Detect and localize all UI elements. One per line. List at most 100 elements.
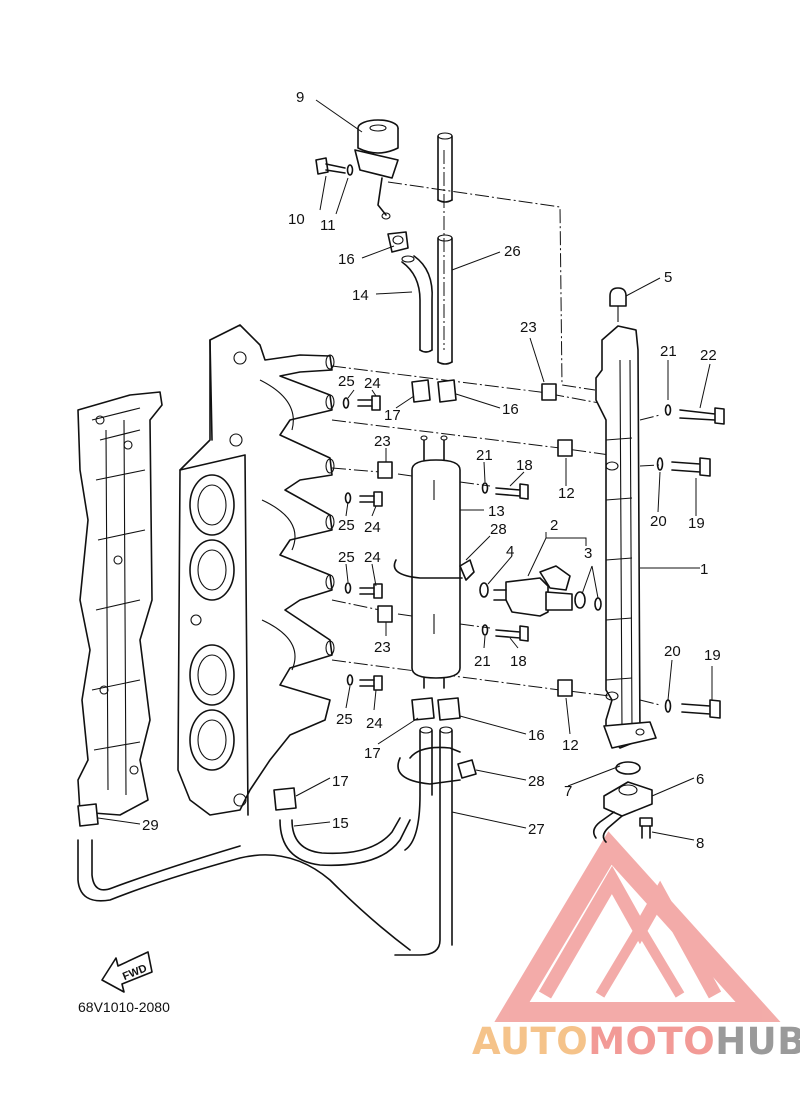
callout-18: 18 [516,457,533,474]
spacer-23-b [377,461,393,479]
spacer-23-a [541,383,557,401]
callout-7: 7 [564,783,572,800]
bolt-24-c [359,583,383,599]
callout-19: 19 [688,515,705,532]
washer-25-b [344,492,352,504]
callout-19: 19 [704,647,721,664]
intake-manifold [177,324,335,816]
callout-9: 9 [296,89,304,106]
clip-17-upper [411,379,431,403]
washer-25-a [342,397,350,409]
callout-21: 21 [660,343,677,360]
washer-21-c [481,624,489,636]
callout-2: 2 [550,517,558,534]
callout-28: 28 [528,773,545,790]
hose-14 [401,255,433,353]
callout-16: 16 [338,251,355,268]
clip-16-upper [437,379,457,403]
wordmark-moto: MOTO [588,1020,715,1063]
callout-23: 23 [374,639,391,656]
callout-29: 29 [142,817,159,834]
callout-6: 6 [696,771,704,788]
callout-16: 16 [502,401,519,418]
callout-21: 21 [476,447,493,464]
clip-29 [77,803,99,827]
band-28-upper [393,559,475,581]
callout-17: 17 [384,407,401,424]
hose-27 [394,726,453,956]
callout-16: 16 [528,727,545,744]
callout-10: 10 [288,211,305,228]
callout-24: 24 [364,519,381,536]
callout-25: 25 [338,517,355,534]
spacer-23-c [377,605,393,623]
fuel-rail-1 [595,325,657,749]
washer-21-a [664,404,672,416]
svg-text:AUTOMOTOHUB: AUTOMOTOHUB [472,1020,800,1063]
callout-12: 12 [562,737,579,754]
callout-28: 28 [490,521,507,538]
callout-8: 8 [696,835,704,852]
logo-inner-chevron [595,918,685,998]
spacer-12-a [557,439,573,457]
washer-21-b [481,482,489,494]
bolt-22 [679,407,725,425]
callout-1: 1 [700,561,708,578]
injector-2 [493,565,573,617]
callout-11: 11 [320,217,336,234]
callout-17: 17 [364,745,381,762]
callout-18: 18 [510,653,527,670]
washer-20-b [664,699,672,713]
washer-11 [346,164,354,176]
callout-5: 5 [664,269,672,286]
bolt-24-d [359,675,383,691]
callout-17: 17 [332,773,349,790]
spacer-12-b [557,679,573,697]
washer-20-a [656,457,664,471]
fitting-6 [592,781,653,843]
clip-17-lower [411,697,435,721]
bolt-10 [315,157,346,175]
callout-26: 26 [504,243,521,260]
pressure-regulator [354,119,399,220]
callout-23: 23 [374,433,391,450]
bolt-8 [639,817,653,839]
callout-4: 4 [506,543,514,560]
cylinder-block-outline [77,391,163,816]
bolt-19-b [681,699,721,719]
callout-25: 25 [338,373,355,390]
hose-15 [279,817,411,867]
fwd-arrow-icon: FWD [101,951,153,993]
automotohub-logo-icon [494,831,781,1022]
washer-25-c [344,582,352,594]
washer-25-d [346,674,354,686]
part-code: 68V1010-2080 [78,999,170,1015]
callout-21: 21 [474,653,491,670]
callout-22: 22 [700,347,717,364]
oring-4 [479,582,489,598]
bolt-18-b [495,625,529,642]
fuel-filter-13 [411,435,461,689]
oring-7 [615,761,641,775]
callout-labels: 9 10 11 16 14 26 5 23 21 22 25 24 17 16 … [142,89,721,852]
callout-24: 24 [364,375,381,392]
seal-3-a [574,591,586,609]
seal-3-b [594,597,602,611]
bolt-18-a [495,483,529,500]
callout-13: 13 [488,503,505,520]
callout-24: 24 [364,549,381,566]
callout-20: 20 [650,513,667,530]
clip-17-hose15 [273,787,297,811]
cap-5 [609,287,627,322]
callout-24: 24 [366,715,383,732]
callout-20: 20 [664,643,681,660]
band-28-lower [397,746,477,785]
leader-lines [97,99,713,841]
wordmark-auto: AUTO [472,1020,588,1063]
callout-15: 15 [332,815,349,832]
clip-16-top [387,231,409,253]
bolt-19-a [671,457,711,477]
long-return-hose [77,839,411,951]
automotohub-wordmark: AUTOMOTOHUB [472,1020,800,1063]
